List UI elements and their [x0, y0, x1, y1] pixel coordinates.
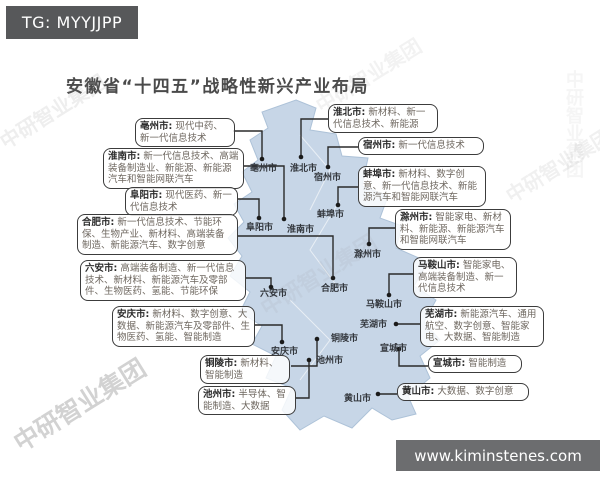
- city-name: 安庆市:: [117, 309, 150, 320]
- city-name: 淮南市:: [108, 151, 141, 162]
- city-name: 蚌埠市:: [363, 169, 396, 180]
- map-label-wuhu: 芜湖市: [360, 320, 388, 330]
- city-name: 芜湖市:: [425, 309, 458, 320]
- map-label-suzhou: 宿州市: [314, 173, 342, 183]
- city-name: 滁州市:: [400, 212, 433, 223]
- city-name: 铜陵市:: [205, 358, 238, 369]
- industry-list: 新一代信息技术、节能环保、生物产业、新材料、高端装备制造、新能源汽车、数字创意: [82, 217, 225, 251]
- box-anqing: 安庆市: 新材料、数字创意、大数据、新能源汽车及零部件、生物医药、氢能、智能制造: [112, 306, 255, 347]
- industry-list: 新材料、数字创意、大数据、新能源汽车及零部件、生物医药、氢能、智能制造: [117, 309, 251, 343]
- box-bengbu: 蚌埠市: 新材料、数字创意、新一代信息技术、新能源汽车和智能网联汽车: [358, 166, 486, 207]
- industry-list: 现代医药、新一代信息技术: [130, 190, 232, 213]
- industry-list: 新一代信息技术: [398, 140, 465, 151]
- map-label-luan: 六安市: [260, 289, 288, 299]
- tg-watermark-bar: TG: MYYJJPP: [6, 6, 138, 39]
- connector-dots: [256, 154, 402, 397]
- industry-list: 新材料、智能制造: [205, 358, 279, 381]
- box-huangshan: 黄山市: 大数据、数字创意: [397, 383, 529, 401]
- industry-list: 新一代信息技术、高端装备制造业、新能源、新能源汽车和智能网联汽车: [108, 151, 239, 185]
- city-name: 六安市:: [85, 263, 118, 274]
- city-name: 宿州市:: [363, 140, 396, 151]
- map-label-fuyang: 阜阳市: [246, 223, 274, 233]
- box-huainan: 淮南市: 新一代信息技术、高端装备制造业、新能源、新能源汽车和智能网联汽车: [103, 148, 244, 189]
- industry-list: 智能家电、新材料、新能源、新能源汽车和智能网联汽车: [400, 212, 505, 246]
- city-name: 黄山市:: [402, 386, 435, 397]
- map-label-huaibei: 淮北市: [290, 164, 318, 174]
- box-luan: 六安市: 高端装备制造、新一代信息技术、新材料、新能源汽车及零部件、生物医药、氢…: [80, 260, 246, 301]
- industry-list: 半导体、智能制造、大数据: [203, 389, 286, 412]
- map-label-huangshan: 黄山市: [344, 394, 372, 404]
- map-label-chuzhou: 滁州市: [354, 250, 382, 260]
- diagram-title: 安徽省“十四五”战略性新兴产业布局: [66, 77, 369, 97]
- box-fuyang: 阜阳市: 现代医药、新一代信息技术: [125, 187, 238, 216]
- box-bozhou: 亳州市: 现代中药、新一代信息技术: [135, 118, 235, 147]
- connector-lines: [233, 118, 428, 399]
- box-chuzhou: 滁州市: 智能家电、新材料、新能源、新能源汽车和智能网联汽车: [395, 209, 511, 250]
- city-name: 淮北市:: [333, 107, 366, 118]
- box-maanshan: 马鞍山市: 智能家电、高端装备制造、新一代信息技术: [413, 257, 517, 298]
- map-label-maanshan: 马鞍山市: [366, 300, 403, 310]
- city-name: 阜阳市:: [130, 190, 163, 201]
- city-name: 宣城市:: [433, 358, 466, 369]
- map-label-tongling: 铜陵市: [331, 334, 359, 344]
- site-url-bar: www.kiminstenes.com: [396, 440, 600, 471]
- site-url-text: www.kiminstenes.com: [414, 446, 582, 465]
- city-name: 马鞍山市:: [418, 260, 460, 271]
- industry-list: 现代中药、新一代信息技术: [140, 121, 223, 144]
- box-tongling: 铜陵市: 新材料、智能制造: [200, 355, 290, 384]
- city-name: 池州市:: [203, 389, 236, 400]
- industry-list: 大数据、数字创意: [437, 386, 514, 397]
- tg-handle-text: TG: MYYJJPP: [21, 13, 123, 32]
- box-xuancheng: 宣城市: 智能制造: [428, 355, 522, 373]
- box-chizhou: 池州市: 半导体、智能制造、大数据: [198, 386, 296, 415]
- industry-list: 智能家电、高端装备制造、新一代信息技术: [418, 260, 511, 294]
- map-label-hefei: 合肥市: [321, 284, 349, 294]
- map-label-huainan: 淮南市: [287, 225, 315, 235]
- industry-list: 高端装备制造、新一代信息技术、新材料、新能源汽车及零部件、生物医药、氢能、节能环…: [85, 263, 235, 297]
- map-label-chizhou: 池州市: [316, 356, 344, 366]
- box-wuhu: 芜湖市: 新能源汽车、通用航空、数字创意、智能家电、大数据、智能制造: [420, 306, 544, 347]
- box-hefei: 合肥市: 新一代信息技术、节能环保、生物产业、新材料、高端装备制造、新能源汽车、…: [77, 214, 238, 255]
- map-label-bengbu: 蚌埠市: [317, 210, 345, 220]
- map-label-xuancheng: 宣城市: [380, 344, 408, 354]
- city-name: 亳州市:: [140, 121, 173, 132]
- industry-list: 智能制造: [468, 358, 507, 369]
- industry-list: 新材料、新一代信息技术、新能源: [333, 107, 426, 130]
- industry-list: 新能源汽车、通用航空、数字创意、智能家电、大数据、智能制造: [425, 309, 537, 343]
- map-label-anqing: 安庆市: [271, 347, 299, 357]
- industry-list: 新材料、数字创意、新一代信息技术、新能源汽车和智能网联汽车: [363, 169, 478, 203]
- map-label-bozhou: 亳州市: [250, 164, 278, 174]
- box-suzhou: 宿州市: 新一代信息技术: [358, 137, 484, 155]
- box-huaibei: 淮北市: 新材料、新一代信息技术、新能源: [328, 104, 438, 133]
- city-name: 合肥市:: [82, 217, 115, 228]
